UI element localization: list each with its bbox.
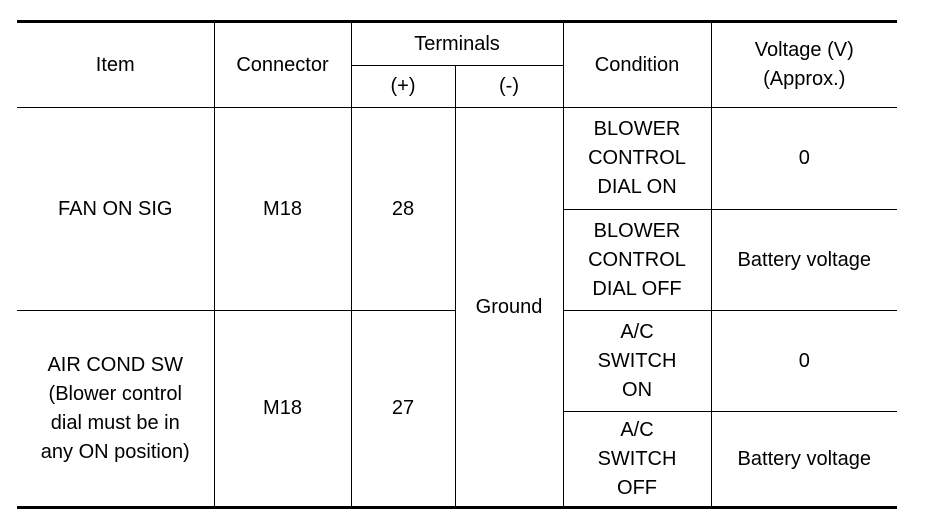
- header-condition: Condition: [562, 20, 712, 108]
- header-terminals: Terminals: [350, 20, 564, 66]
- minus-terminal-cell: Ground: [454, 107, 564, 509]
- table-row: BLOWER CONTROL DIAL OFF Battery voltage: [17, 209, 898, 311]
- condition-cell: BLOWER CONTROL DIAL OFF: [563, 209, 712, 311]
- item-cell: FAN ON SIG: [17, 107, 215, 311]
- connector-cell: M18: [213, 310, 352, 509]
- header-connector: Connector: [213, 20, 352, 108]
- voltage-cell: Battery voltage: [710, 209, 898, 311]
- header-voltage: Voltage (V) (Approx.): [710, 20, 898, 108]
- condition-cell: A/C SWITCH ON: [562, 310, 712, 412]
- header-minus: (-): [454, 65, 564, 108]
- plus-terminal-cell: 27: [350, 310, 456, 509]
- table-row: A/C SWITCH OFF Battery voltage: [17, 411, 898, 509]
- table-row: AIR COND SW (Blower control dial must be…: [17, 310, 898, 509]
- header-plus: (+): [351, 65, 456, 108]
- header-item: Item: [17, 20, 215, 108]
- condition-cell: BLOWER CONTROL DIAL ON: [562, 107, 712, 210]
- plus-terminal-cell: 28: [350, 107, 456, 311]
- table-row: FAN ON SIG M18 28 Ground BLOWER CONTROL …: [17, 107, 898, 509]
- terminal-table: Item Connector Terminals Condition Volta…: [17, 20, 898, 509]
- item-cell: AIR COND SW (Blower control dial must be…: [17, 310, 215, 509]
- voltage-cell: 0: [710, 107, 898, 210]
- voltage-cell: Battery voltage: [710, 411, 898, 509]
- voltage-cell: 0: [710, 310, 898, 412]
- connector-cell: M18: [213, 107, 352, 311]
- condition-cell: A/C SWITCH OFF: [563, 411, 712, 509]
